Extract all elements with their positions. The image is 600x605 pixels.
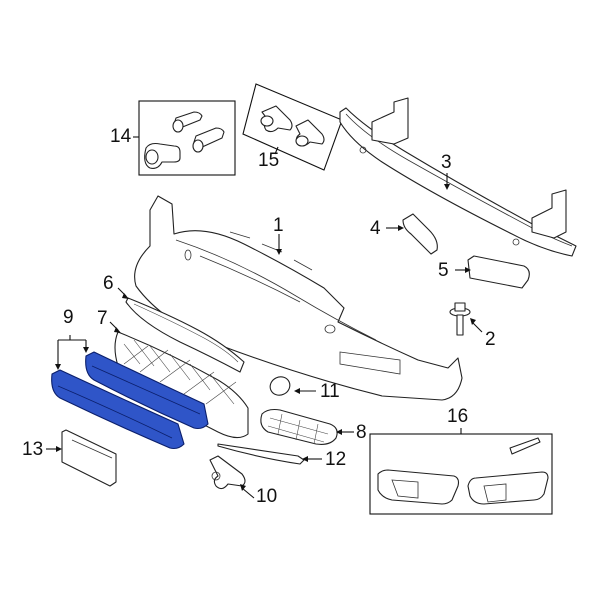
callout-9[interactable]: 9 <box>63 307 74 328</box>
callout-14[interactable]: 14 <box>110 126 132 147</box>
callout-4[interactable]: 4 <box>370 218 381 239</box>
sensor-icon <box>144 111 225 169</box>
callout-3[interactable]: 3 <box>441 152 452 173</box>
callout-8[interactable]: 8 <box>356 422 367 443</box>
callout-5[interactable]: 5 <box>438 260 449 281</box>
callout-13[interactable]: 13 <box>22 439 44 460</box>
impact-bar-part[interactable] <box>339 97 577 257</box>
bumper-cover-part[interactable] <box>134 195 463 401</box>
callout-6[interactable]: 6 <box>103 273 114 294</box>
callout-11[interactable]: 11 <box>320 381 340 402</box>
license-plate-bracket-part[interactable] <box>61 429 117 487</box>
tow-hook-cover-part[interactable] <box>267 374 293 399</box>
park-sensors-group[interactable] <box>133 100 236 176</box>
callout-10[interactable]: 10 <box>256 486 278 507</box>
bolt-part[interactable] <box>449 302 471 336</box>
sensor-bracket-part[interactable] <box>209 455 246 490</box>
upper-grille-part[interactable] <box>125 297 245 373</box>
callout-15[interactable]: 15 <box>258 150 280 171</box>
callout-12[interactable]: 12 <box>325 449 347 470</box>
sensor-retainers-box <box>242 83 343 171</box>
bracket-left-part[interactable] <box>402 213 438 255</box>
callout-2[interactable]: 2 <box>485 329 496 350</box>
callout-16[interactable]: 16 <box>447 406 469 427</box>
lower-grille-trim-part[interactable] <box>51 351 209 450</box>
side-grille-part[interactable] <box>260 408 338 445</box>
trim-strip-part[interactable] <box>217 443 305 465</box>
callout-1[interactable]: 1 <box>273 215 284 236</box>
retainer-icon <box>260 105 325 147</box>
callout-7[interactable]: 7 <box>97 308 108 329</box>
sensor-retainers-group[interactable] <box>242 83 343 171</box>
park-sensors-box <box>138 100 236 176</box>
bracket-right-part[interactable] <box>467 255 530 289</box>
fog-lamp-covers-group[interactable] <box>369 428 553 515</box>
